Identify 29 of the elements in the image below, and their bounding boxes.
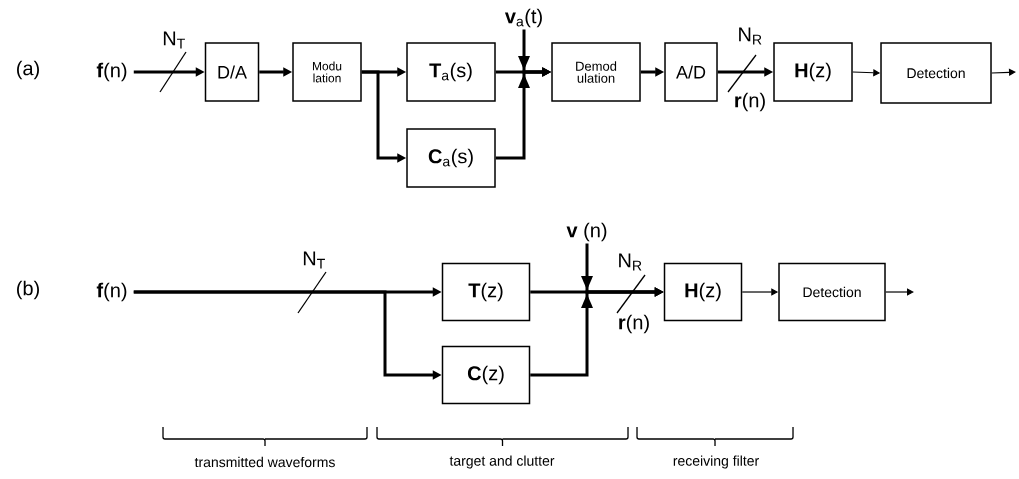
panel-label: (b) <box>17 280 39 300</box>
bracket-label: transmitted waveforms <box>194 456 335 468</box>
signal-label: v (n) <box>566 222 607 242</box>
block-box: T(z) <box>441 262 531 322</box>
block-box: H(z) <box>663 262 743 322</box>
edge-label: N$_{R}$ <box>616 252 644 272</box>
block-box: Detection <box>778 262 886 322</box>
panel-label: (a) <box>17 60 39 80</box>
edge-label: N$_{T}$ <box>301 250 327 270</box>
signal-label: f(n) <box>96 282 127 302</box>
bracket-label: receiving filter <box>673 455 759 469</box>
block-box: H(z) <box>773 42 853 102</box>
signal-label: v$_{a}$(t) <box>504 8 542 28</box>
block-box: C(z) <box>441 345 531 405</box>
signal-label: r(n) <box>735 92 765 112</box>
edge-label: N$_{T}$ <box>161 30 187 50</box>
signal-label: f(n) <box>96 62 127 82</box>
signal-label: r(n) <box>619 314 649 334</box>
block-box: Detection <box>880 42 992 104</box>
arrow <box>991 68 1016 76</box>
block-box: Modu lation <box>292 42 362 102</box>
edge-label: N$_{R}$ <box>736 26 764 46</box>
block-box: Demod ulation <box>551 42 641 102</box>
block-box: D/A <box>204 42 260 102</box>
bracket-label: target and clutter <box>449 455 555 469</box>
arrow <box>885 288 914 296</box>
block-box: C$_{a}$(s) <box>406 128 496 188</box>
block-box: T$_{a}$(s) <box>406 42 496 102</box>
block-box: A/D <box>664 42 718 102</box>
